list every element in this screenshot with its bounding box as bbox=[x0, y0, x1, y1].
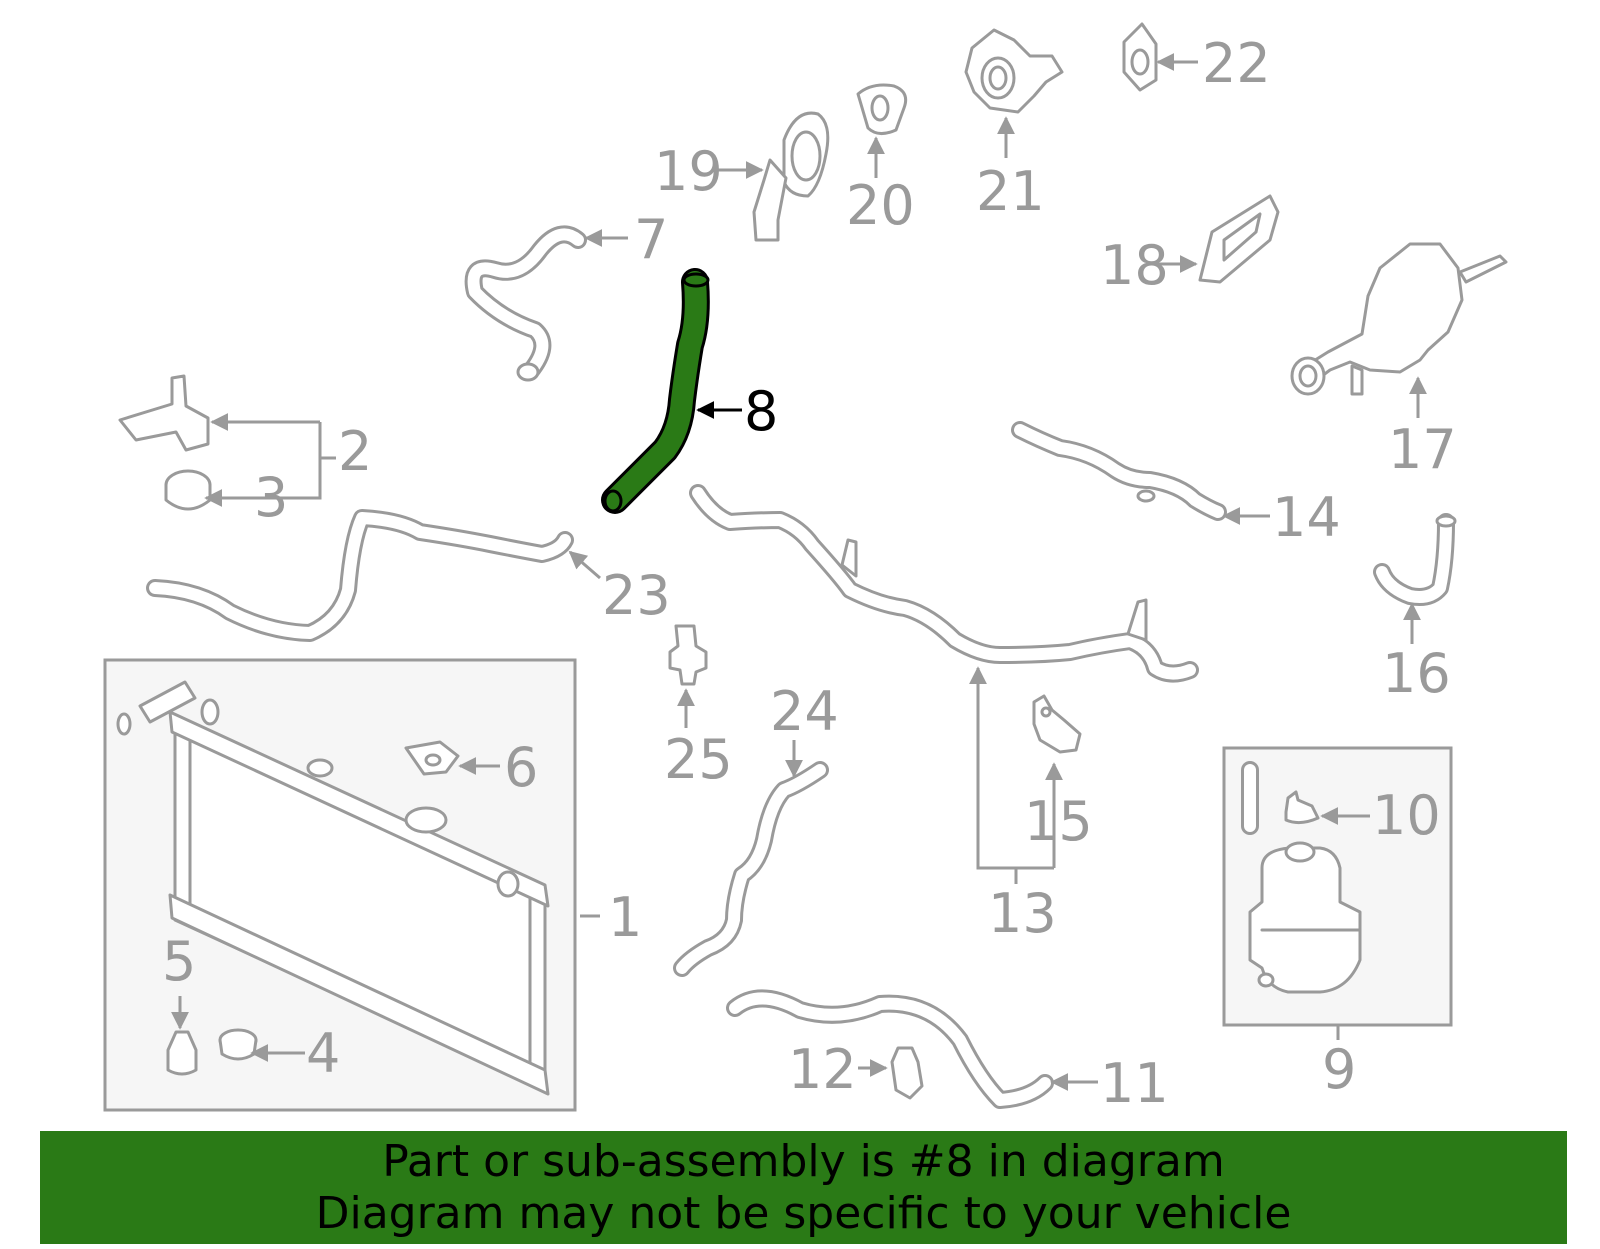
info-banner: Part or sub-assembly is #8 in diagram Di… bbox=[40, 1131, 1567, 1244]
callout-18: 18 bbox=[1100, 234, 1169, 297]
pipe-part-13[interactable] bbox=[689, 484, 1199, 683]
hose-part-16[interactable] bbox=[1373, 513, 1457, 606]
callout-25: 25 bbox=[664, 728, 733, 791]
hose-part-11[interactable] bbox=[726, 989, 1054, 1109]
insulator-part-3[interactable] bbox=[164, 469, 212, 511]
housing-part-21[interactable] bbox=[964, 28, 1064, 114]
hose-part-24[interactable] bbox=[673, 761, 829, 977]
thermostat-housing-part-17[interactable] bbox=[1290, 242, 1508, 396]
pipe-part-23[interactable] bbox=[146, 509, 574, 642]
bracket-part-2[interactable] bbox=[118, 374, 210, 452]
reservoir-tank-part-9[interactable] bbox=[1248, 841, 1362, 994]
bushing-part-5[interactable] bbox=[166, 1030, 198, 1076]
callout-22: 22 bbox=[1202, 32, 1271, 95]
callout-6: 6 bbox=[504, 736, 538, 799]
callout-13: 13 bbox=[988, 882, 1057, 945]
callout-11: 11 bbox=[1100, 1052, 1169, 1115]
callout-20: 20 bbox=[846, 174, 915, 237]
callout-9: 9 bbox=[1322, 1038, 1356, 1101]
callout-12: 12 bbox=[788, 1038, 857, 1101]
callout-16: 16 bbox=[1382, 642, 1451, 705]
callout-5: 5 bbox=[162, 930, 196, 993]
gasket-part-18[interactable] bbox=[1198, 194, 1280, 284]
insulator-part-4[interactable] bbox=[218, 1028, 258, 1061]
banner-line-2: Diagram may not be specific to your vehi… bbox=[315, 1187, 1292, 1239]
callout-3: 3 bbox=[254, 466, 288, 529]
callout-8: 8 bbox=[744, 380, 778, 443]
callout-4: 4 bbox=[306, 1022, 340, 1085]
reservoir-cap-part-10[interactable] bbox=[1241, 761, 1320, 835]
callout-21: 21 bbox=[976, 160, 1045, 223]
plug-part-20[interactable] bbox=[856, 83, 908, 135]
callout-23: 23 bbox=[602, 564, 671, 627]
banner-line-1: Part or sub-assembly is #8 in diagram bbox=[382, 1135, 1225, 1187]
bracket-part-6[interactable] bbox=[404, 740, 460, 776]
callout-7: 7 bbox=[634, 208, 668, 271]
clamp-part-12[interactable] bbox=[890, 1046, 924, 1100]
callout-10: 10 bbox=[1372, 784, 1441, 847]
callout-14: 14 bbox=[1272, 486, 1341, 549]
callout-24: 24 bbox=[770, 680, 839, 743]
radiator-part[interactable] bbox=[168, 698, 550, 1096]
gasket-part-22[interactable] bbox=[1122, 22, 1158, 92]
callout-1: 1 bbox=[608, 886, 642, 949]
pipe-part-14[interactable] bbox=[1011, 421, 1227, 521]
radiator-drain-plug[interactable] bbox=[116, 680, 197, 736]
hose-part-7[interactable] bbox=[464, 225, 587, 382]
sensor-part-25[interactable] bbox=[668, 624, 708, 686]
callout-2: 2 bbox=[338, 420, 372, 483]
callout-19: 19 bbox=[654, 140, 723, 203]
callout-15: 15 bbox=[1024, 790, 1093, 853]
bracket-part-15[interactable] bbox=[1032, 694, 1082, 754]
hose-part-8-highlighted[interactable] bbox=[601, 268, 710, 514]
outlet-fitting-part-19[interactable] bbox=[752, 111, 830, 242]
callout-17: 17 bbox=[1388, 418, 1457, 481]
